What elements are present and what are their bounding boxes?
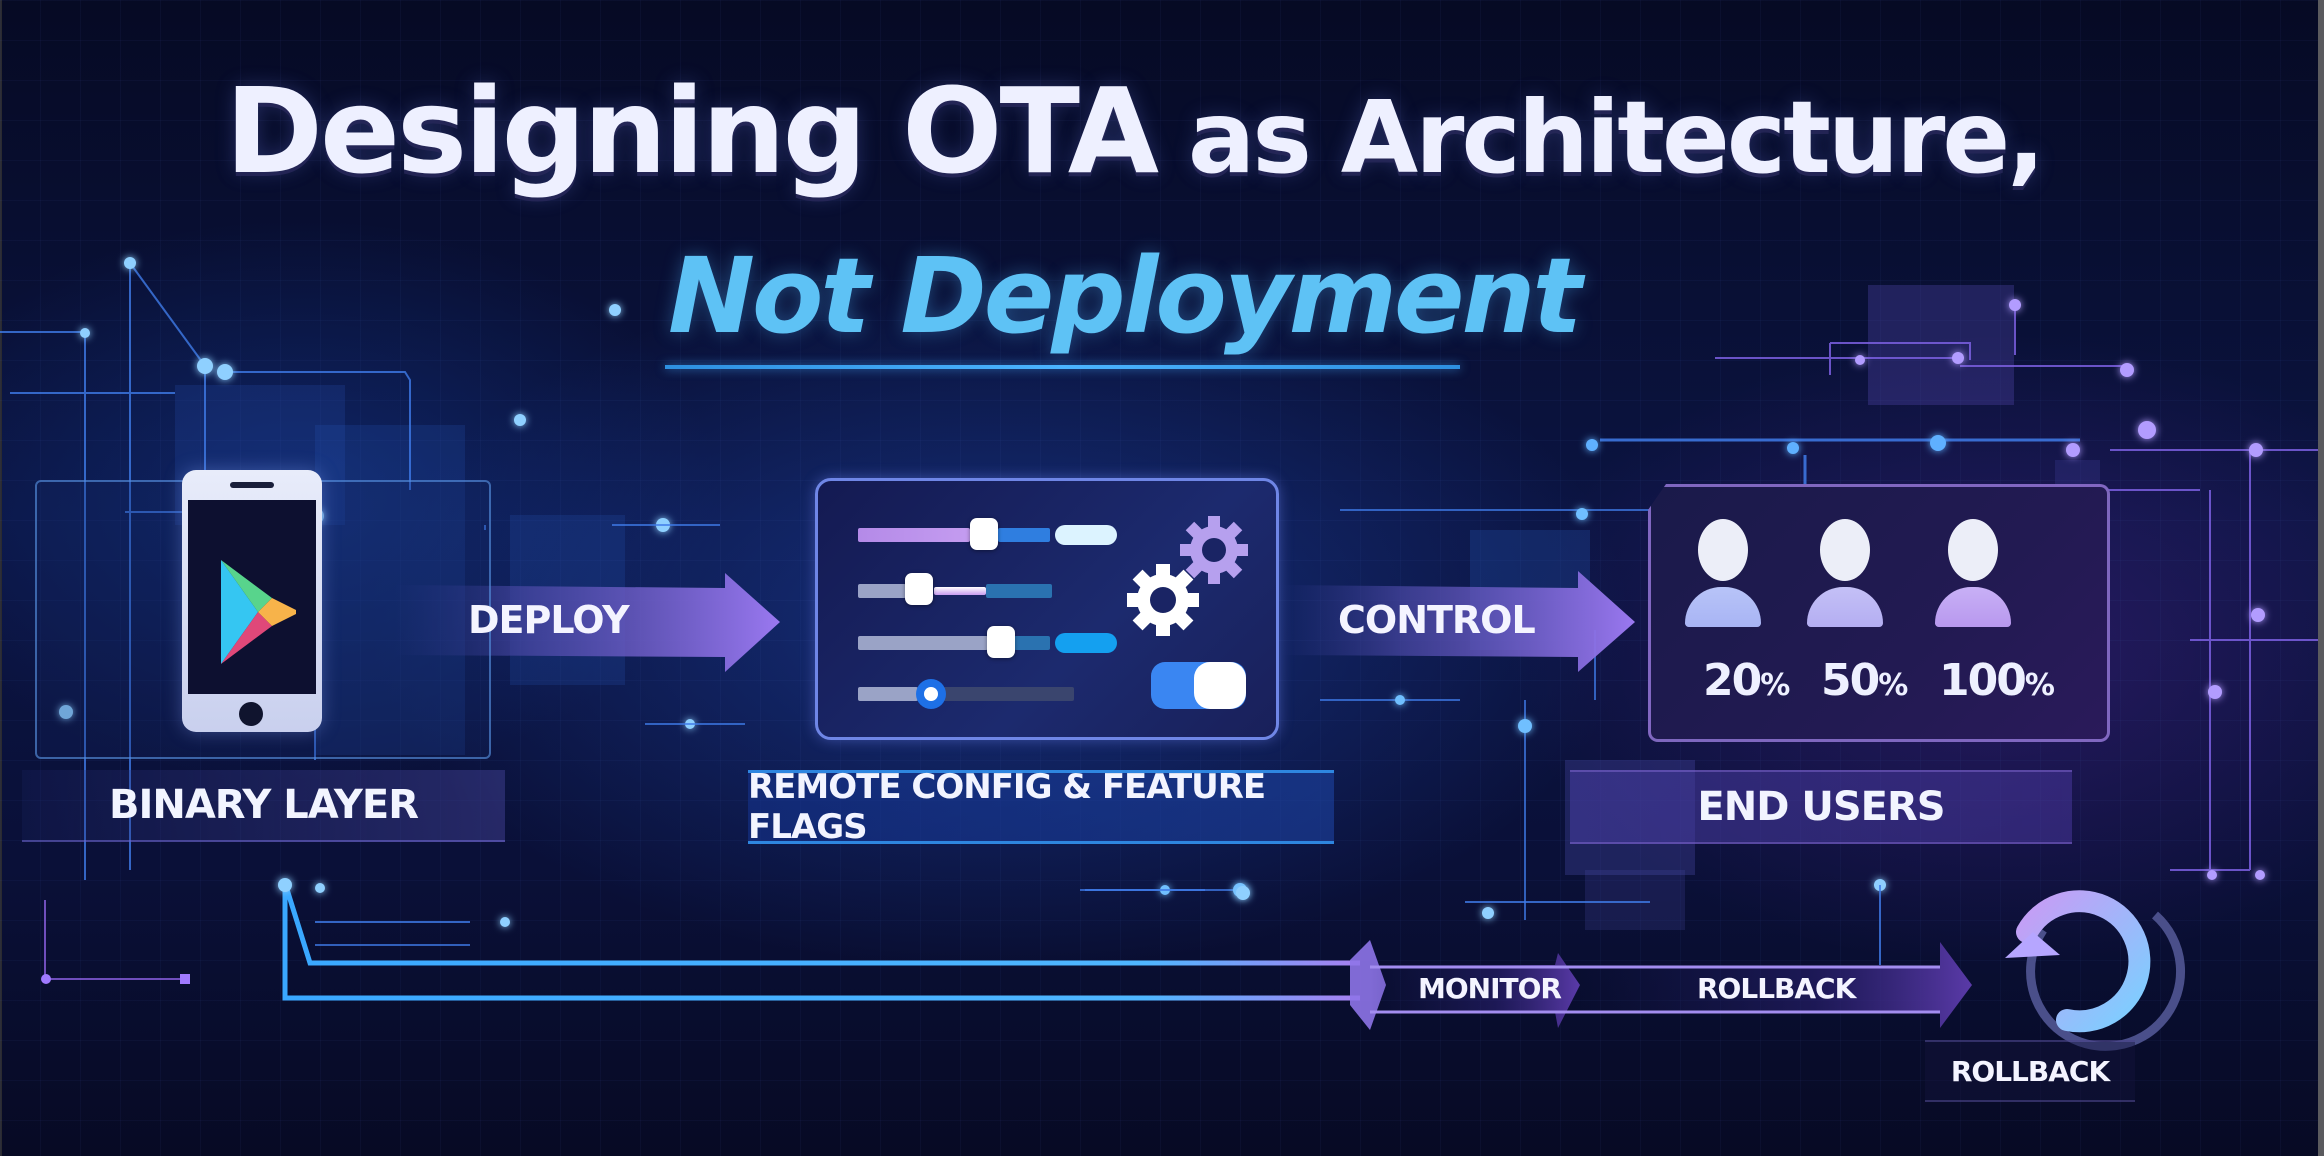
user-icon [1807,519,1883,629]
feedback-flow-lines [282,882,1972,1030]
percent-sign: % [1760,668,1790,703]
left-edge [0,0,2,1156]
deploy-arrow-label: DEPLOY [468,598,630,642]
user-group-icon: 20% 50% 100% [1648,484,2110,742]
sliders-gears-toggle-icon [815,478,1279,740]
slider-track [858,528,970,542]
user-head [1820,519,1870,581]
flag-pill [1055,525,1117,545]
phone-screen [188,500,316,694]
gears-icon [1127,516,1248,636]
smartphone-play-store-icon [182,470,322,732]
slider-knob [905,573,933,605]
control-arrow [1282,571,1635,672]
toggle-knob [1194,662,1246,709]
title-part-2: as Architecture, [1156,79,2045,196]
slider-track [858,636,988,650]
deploy-arrow [395,573,780,672]
phone-speaker [230,482,274,488]
slider-knob [970,518,998,550]
title-part-1: Designing [225,62,903,200]
percent-value: 20 [1703,655,1762,706]
rollback-circular-arrow-icon [2005,890,2186,1051]
user-icon [1685,519,1761,629]
slider-track [938,687,1074,701]
stage-label-end-users: END USERS [1570,770,2072,844]
percent-value: 50 [1821,655,1880,706]
slider-track [1014,636,1050,650]
slider-track [858,584,906,598]
play-store-icon [221,560,296,664]
stage-label-remote-config: REMOTE CONFIG & FEATURE FLAGS [748,767,1334,847]
slider-track [998,528,1050,542]
user-body [1807,587,1883,627]
slider-knob [916,679,946,709]
percent-sign: % [2024,668,2055,703]
slider-knob [987,626,1015,658]
rollback-end-label: ROLLBACK [1925,1040,2135,1102]
user-head [1698,519,1748,581]
title-underline [665,365,1460,369]
percent-value: 100 [1939,655,2027,706]
user-body [1935,587,2011,627]
rollout-percent-20: 20% [1703,655,1790,706]
user-body [1685,587,1761,627]
title-line-2: Not Deployment [668,235,1582,357]
slider-track [858,687,918,701]
flow-step-monitor: MONITOR [1418,972,1562,1005]
slider-track [934,587,986,595]
user-icon [1935,519,2011,629]
rollout-percent-100: 100% [1939,655,2055,706]
percent-sign: % [1878,668,1908,703]
stage-label-binary: BINARY LAYER [22,770,505,842]
slider-track [986,584,1052,598]
flow-step-rollback: ROLLBACK [1697,972,1856,1005]
rollout-percent-50: 50% [1821,655,1908,706]
feature-toggle [1151,662,1246,709]
user-head [1948,519,1998,581]
control-arrow-label: CONTROL [1338,598,1536,642]
right-edge [2318,0,2324,1156]
title-line-1: Designing OTA as Architecture, [225,62,2045,200]
phone-home-button [239,702,263,726]
title-emphasis-ota: OTA [902,62,1159,200]
flag-pill [1055,633,1117,653]
